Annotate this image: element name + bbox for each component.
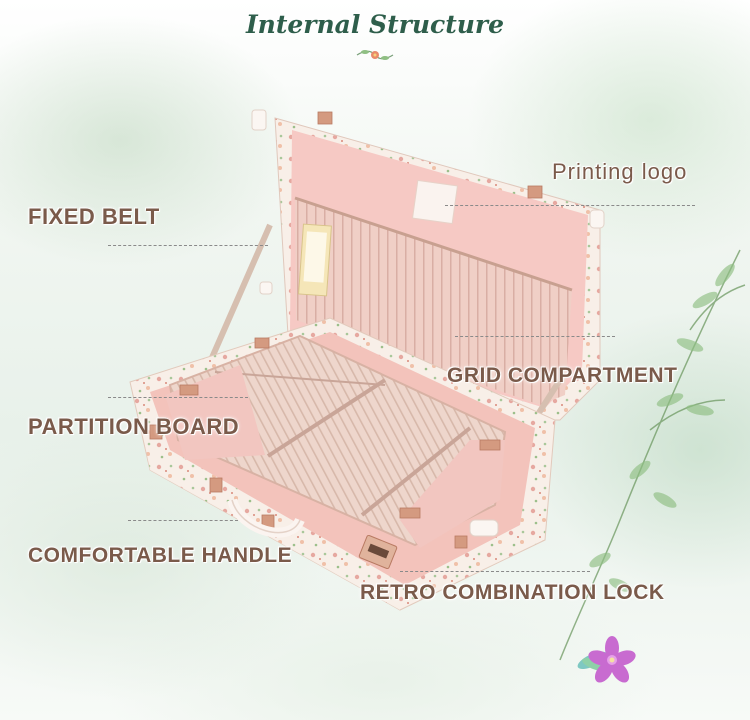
comfortable-handle-leader-line: [128, 520, 238, 521]
partition-board-leader-line: [108, 397, 248, 398]
printing-logo-label: Printing logo: [552, 159, 688, 184]
grid-compartment-leader-line: [455, 336, 615, 337]
fixed-belt-label: FIXED BELT: [28, 204, 160, 229]
grid-compartment-label: GRID COMPARTMENT: [447, 364, 678, 387]
fixed-belt-leader-line: [108, 245, 268, 246]
partition-board-label: PARTITION BOARD: [28, 414, 240, 439]
page-title: Internal Structure: [245, 10, 505, 39]
retro-combination-lock-leader-line: [400, 571, 590, 572]
comfortable-handle-label: COMFORTABLE HANDLE: [28, 544, 293, 567]
flower-ornament-icon: [356, 50, 394, 60]
printing-logo-leader-line: [445, 205, 695, 206]
retro-combination-lock-label: RETRO COMBINATION LOCK: [360, 581, 665, 604]
